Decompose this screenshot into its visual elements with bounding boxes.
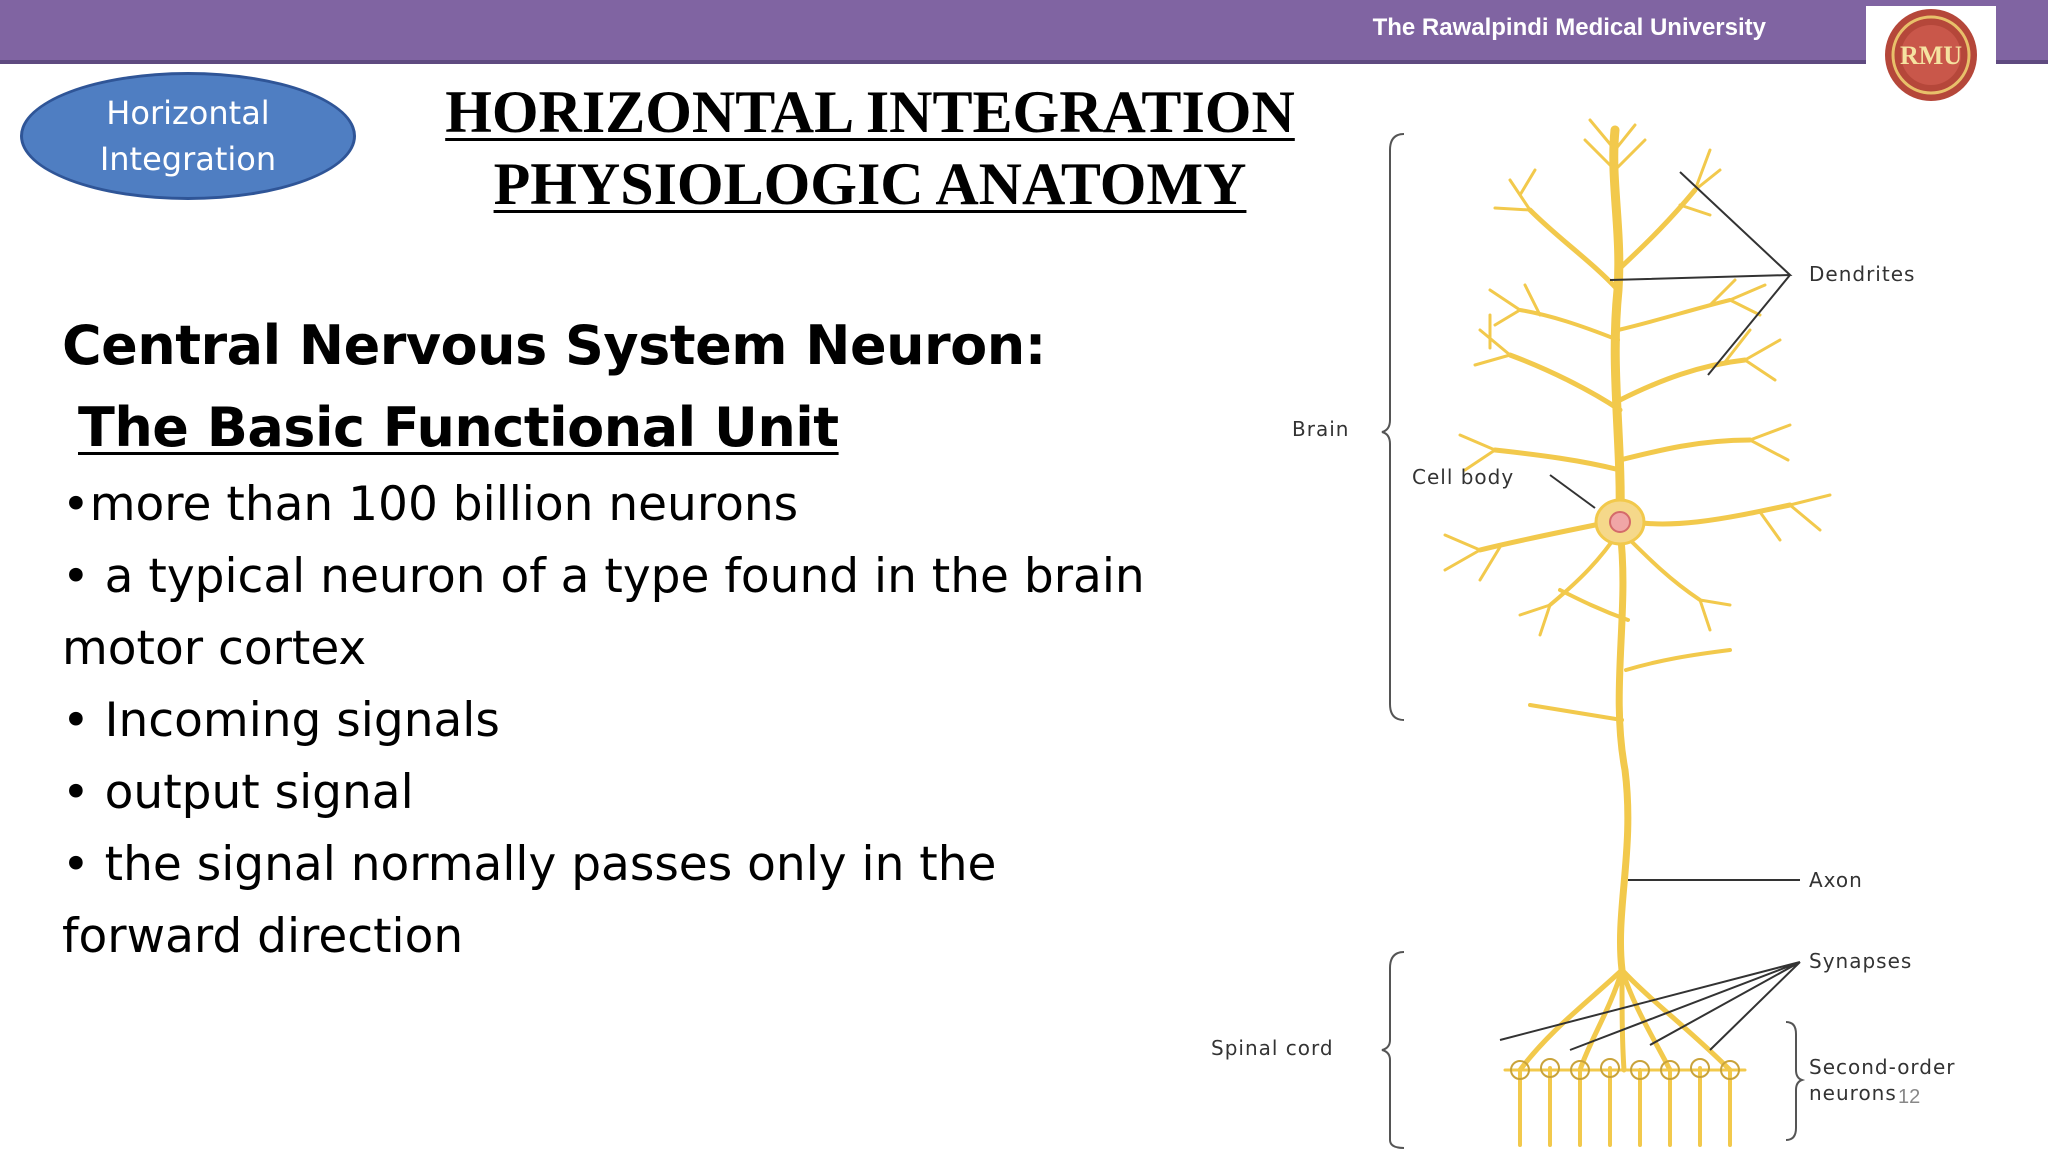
- bullet-item: • Incoming signals: [62, 693, 500, 748]
- dendrites-label: Dendrites: [1809, 262, 1915, 286]
- neuron-diagram: Dendrites Brain Cell body Axon Synapses …: [1211, 118, 1956, 1149]
- content-subheading: The Basic Functional Unit: [78, 396, 839, 459]
- synapses-label: Synapses: [1809, 949, 1912, 973]
- brain-bracket: [1381, 133, 1405, 721]
- second-order-label-2: neurons: [1809, 1081, 1897, 1105]
- bullet-item: • output signal: [62, 765, 414, 820]
- title-line-2: PHYSIOLOGIC ANATOMY: [493, 151, 1247, 217]
- title-line-1: HORIZONTAL INTEGRATION: [445, 79, 1295, 145]
- bullet-item: • a typical neuron of a type found in th…: [62, 549, 1145, 604]
- second-order-label-1: Second-order: [1809, 1055, 1956, 1079]
- pointer-lines: [1499, 171, 1801, 1051]
- horizontal-integration-badge: Horizontal Integration: [20, 72, 356, 200]
- nucleus: [1609, 511, 1631, 533]
- bullet-item: • the signal normally passes only in the: [62, 837, 997, 892]
- university-logo: RMU: [1866, 6, 1996, 104]
- bullet-item: forward direction: [62, 909, 464, 964]
- page-number: 12: [1898, 1086, 1921, 1108]
- brain-label: Brain: [1292, 417, 1349, 441]
- content-heading: Central Nervous System Neuron:: [62, 314, 1046, 377]
- slide-title: HORIZONTAL INTEGRATION PHYSIOLOGIC ANATO…: [420, 76, 1320, 220]
- synapse-circles: [1510, 1058, 1740, 1080]
- slide-content: Central Nervous System Neuron: The Basic…: [62, 305, 1222, 973]
- cell-body-label: Cell body: [1412, 465, 1514, 489]
- spinal-cord-label: Spinal cord: [1211, 1036, 1334, 1060]
- neuron-shape: [1443, 118, 1832, 1147]
- second-order-bracket: [1785, 1021, 1806, 1141]
- bullet-item: •more than 100 billion neurons: [62, 477, 799, 532]
- bullet-item: motor cortex: [62, 621, 367, 676]
- axon-label: Axon: [1809, 868, 1863, 892]
- bullet-list: •more than 100 billion neurons • a typic…: [62, 469, 1222, 973]
- badge-label: Horizontal Integration: [99, 94, 277, 178]
- spinal-cord-bracket: [1381, 951, 1405, 1149]
- university-name: The Rawalpindi Medical University: [1372, 14, 1766, 41]
- header-bar: The Rawalpindi Medical University: [0, 0, 2048, 64]
- svg-text:RMU: RMU: [1900, 41, 1962, 70]
